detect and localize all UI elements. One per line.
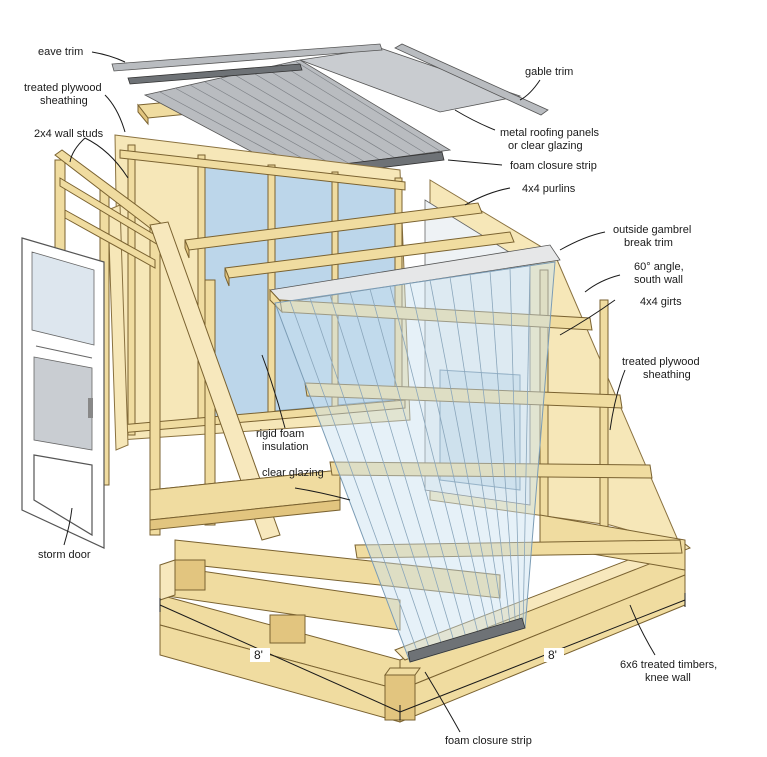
labels: eave trim treated plywood sheathing 2x4 …: [24, 46, 717, 747]
label-metal-roofing-1: metal roofing panels: [500, 127, 600, 139]
gable-trim-bar: [394, 43, 549, 116]
left-stud-3: [149, 224, 161, 536]
bottom-foam-closure-strip: [407, 617, 526, 663]
front-right-timber-top: [394, 539, 691, 661]
clear-glazing-panel: [274, 261, 556, 663]
label-rigid-foam-2: insulation: [262, 441, 308, 453]
back-wall: [114, 134, 411, 441]
label-right-sheathing-1: treated plywood: [622, 356, 700, 368]
label-wall-studs: 2x4 wall studs: [34, 128, 104, 140]
leader-lines: [63, 51, 656, 733]
label-foam-closure-bottom: foam closure strip: [445, 735, 532, 747]
dimension-lines: [159, 593, 686, 720]
left-mid-rail: [64, 209, 156, 269]
label-girts: 4x4 girts: [640, 296, 682, 308]
door-handle: [88, 398, 93, 418]
purlins: [184, 202, 515, 287]
label-dim-left: 8': [254, 648, 263, 662]
angled-south-stud: [149, 221, 281, 541]
label-treated-plywood-1: treated plywood: [24, 82, 102, 94]
girt-4: [354, 539, 683, 559]
label-dim-right: 8': [548, 648, 557, 662]
eave-foam-strip: [127, 63, 303, 85]
label-angle-1: 60° angle,: [634, 261, 684, 273]
label-purlins: 4x4 purlins: [522, 183, 576, 195]
roofing-ribs: [159, 60, 441, 171]
label-right-sheathing-2: sheathing: [643, 369, 691, 381]
left-timber-upper: [174, 539, 501, 599]
girts: [279, 299, 683, 559]
label-gable-trim: gable trim: [525, 66, 573, 78]
label-storm-door: storm door: [38, 549, 91, 561]
girt-1: [279, 299, 593, 331]
label-gambrel-2: break trim: [624, 237, 673, 249]
label-treated-plywood-2: sheathing: [40, 95, 88, 107]
label-gambrel-1: outside gambrel: [613, 224, 691, 236]
girt-3: [329, 461, 653, 479]
label-clear-glazing: clear glazing: [262, 467, 324, 479]
label-eave-trim: eave trim: [38, 46, 83, 58]
label-timbers-1: 6x6 treated timbers,: [620, 659, 717, 671]
label-rigid-foam-1: rigid foam: [256, 428, 304, 440]
storm-door-art: [21, 237, 105, 549]
label-metal-roofing-2: or clear glazing: [508, 140, 583, 152]
label-timbers-2: knee wall: [645, 672, 691, 684]
girt-2: [304, 382, 623, 409]
label-angle-2: south wall: [634, 274, 683, 286]
label-foam-closure-top: foam closure strip: [510, 160, 597, 172]
eave-trim-bar: [111, 43, 383, 72]
roof-assembly: [111, 43, 549, 181]
knee-wall-timbers: [149, 469, 691, 723]
